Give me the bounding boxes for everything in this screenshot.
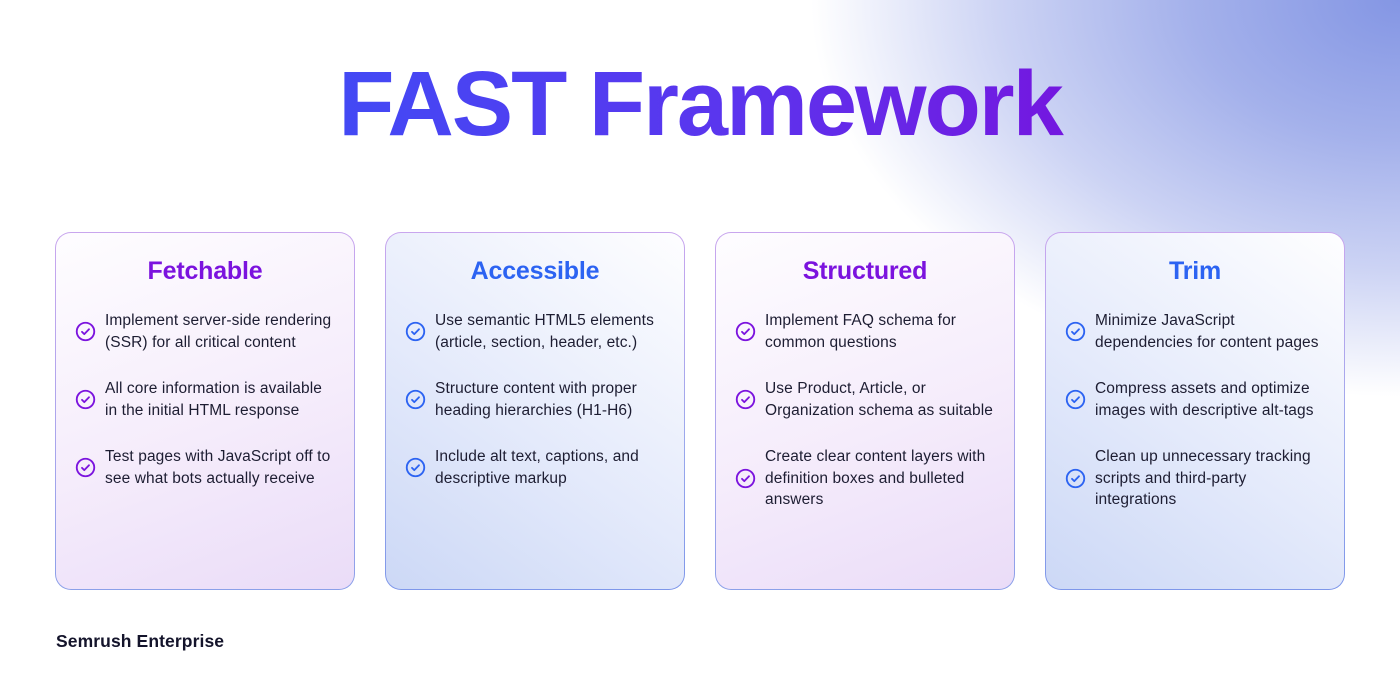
framework-cards-row: Fetchable Implement server-side renderin…: [55, 232, 1345, 590]
list-item-text: Minimize JavaScript dependencies for con…: [1095, 312, 1319, 351]
card-fetchable-title: Fetchable: [147, 257, 263, 285]
list-item: Use semantic HTML5 elements (article, se…: [405, 310, 665, 353]
list-item: Minimize JavaScript dependencies for con…: [1065, 310, 1325, 353]
card-fetchable-items: Implement server-side rendering (SSR) fo…: [75, 310, 335, 489]
check-circle-icon: [735, 389, 756, 410]
card-fetchable: Fetchable Implement server-side renderin…: [55, 232, 355, 590]
list-item: All core information is available in the…: [75, 378, 335, 421]
check-circle-icon: [1065, 389, 1086, 410]
brand-footer: Semrush Enterprise: [56, 631, 225, 651]
list-item: Include alt text, captions, and descript…: [405, 446, 665, 489]
check-circle-icon: [735, 321, 756, 342]
check-circle-icon: [1065, 468, 1086, 488]
card-trim-title: Trim: [1169, 257, 1221, 285]
list-item-text: All core information is available in the…: [105, 380, 322, 419]
list-item: Clean up unnecessary tracking scripts an…: [1065, 446, 1325, 511]
check-circle-icon: [75, 389, 96, 410]
list-item: Structure content with proper heading hi…: [405, 378, 665, 421]
list-item: Compress assets and optimize images with…: [1065, 378, 1325, 421]
page-title: FAST Framework: [0, 52, 1400, 157]
card-structured-title: Structured: [802, 257, 928, 285]
list-item-text: Compress assets and optimize images with…: [1095, 380, 1314, 419]
check-circle-icon: [405, 457, 426, 478]
check-circle-icon: [1065, 321, 1086, 342]
card-structured: Structured Implement FAQ schema for comm…: [715, 232, 1015, 590]
card-structured-items: Implement FAQ schema for common question…: [735, 310, 995, 511]
card-trim-items: Minimize JavaScript dependencies for con…: [1065, 310, 1325, 511]
list-item-text: Clean up unnecessary tracking scripts an…: [1095, 448, 1311, 508]
list-item: Implement FAQ schema for common question…: [735, 310, 995, 353]
list-item-text: Implement server-side rendering (SSR) fo…: [105, 312, 332, 351]
list-item: Test pages with JavaScript off to see wh…: [75, 446, 335, 489]
card-trim: Trim Minimize JavaScript dependencies fo…: [1045, 232, 1345, 590]
list-item-text: Include alt text, captions, and descript…: [435, 448, 639, 487]
list-item: Create clear content layers with definit…: [735, 446, 995, 511]
list-item-text: Use Product, Article, or Organization sc…: [765, 380, 993, 419]
list-item: Implement server-side rendering (SSR) fo…: [75, 310, 335, 353]
list-item-text: Structure content with proper heading hi…: [435, 380, 637, 419]
check-circle-icon: [405, 389, 426, 410]
card-accessible: Accessible Use semantic HTML5 elements (…: [385, 232, 685, 590]
list-item-text: Test pages with JavaScript off to see wh…: [105, 448, 331, 487]
list-item-text: Implement FAQ schema for common question…: [765, 312, 957, 351]
card-accessible-title: Accessible: [470, 257, 600, 285]
check-circle-icon: [75, 321, 96, 342]
list-item-text: Use semantic HTML5 elements (article, se…: [435, 312, 654, 351]
list-item-text: Create clear content layers with definit…: [765, 448, 986, 508]
check-circle-icon: [75, 457, 96, 478]
list-item: Use Product, Article, or Organization sc…: [735, 378, 995, 421]
card-accessible-items: Use semantic HTML5 elements (article, se…: [405, 310, 665, 489]
check-circle-icon: [405, 321, 426, 342]
check-circle-icon: [735, 468, 756, 488]
